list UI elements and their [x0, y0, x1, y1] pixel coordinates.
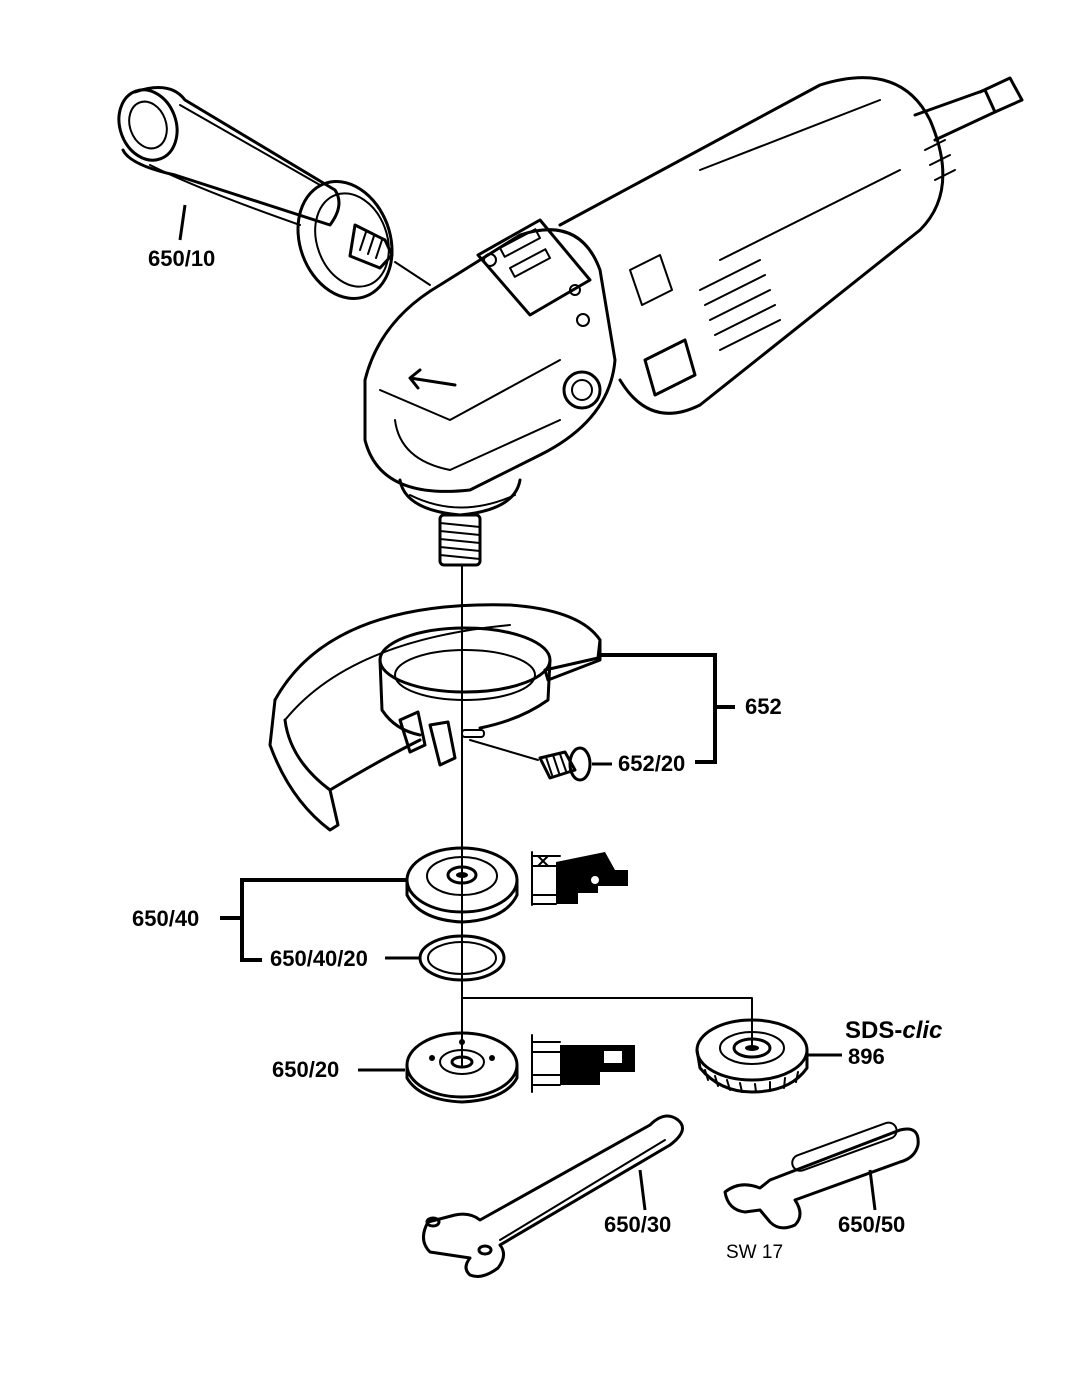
- leader-650-50: [868, 1169, 877, 1211]
- flange-section-icon: [531, 851, 628, 906]
- label-896: 896: [848, 1044, 885, 1069]
- axis-branch: [461, 997, 753, 1011]
- label-sw-17: SW 17: [726, 1242, 783, 1263]
- label-650-20: 650/20: [272, 1057, 339, 1082]
- quick-clamp-nut: [695, 1018, 809, 1094]
- label-650-50: 650/50: [838, 1212, 905, 1237]
- bracket-652: [600, 653, 717, 764]
- mounting-flange-section-icon: [531, 1034, 635, 1093]
- leader-650-30: [638, 1169, 647, 1211]
- angle-grinder-body: [363, 76, 1024, 567]
- side-handle: [117, 86, 431, 300]
- sds-prefix: SDS-: [845, 1017, 902, 1044]
- label-650-40: 650/40: [132, 906, 199, 931]
- mounting-flange: [405, 1031, 519, 1104]
- guard-screw: [469, 739, 592, 782]
- label-sds-clic: SDS-clic: [845, 1017, 942, 1044]
- label-650-30: 650/30: [604, 1212, 671, 1237]
- label-650-10: 650/10: [148, 246, 215, 271]
- label-650-40-20: 650/40/20: [270, 946, 368, 971]
- label-652: 652: [745, 694, 782, 719]
- wheel-guard: [268, 603, 602, 832]
- label-652-20: 652/20: [618, 751, 685, 776]
- clic-suffix: clic: [902, 1017, 942, 1044]
- pin-wrench: [422, 1114, 684, 1278]
- open-end-wrench: [723, 1121, 920, 1230]
